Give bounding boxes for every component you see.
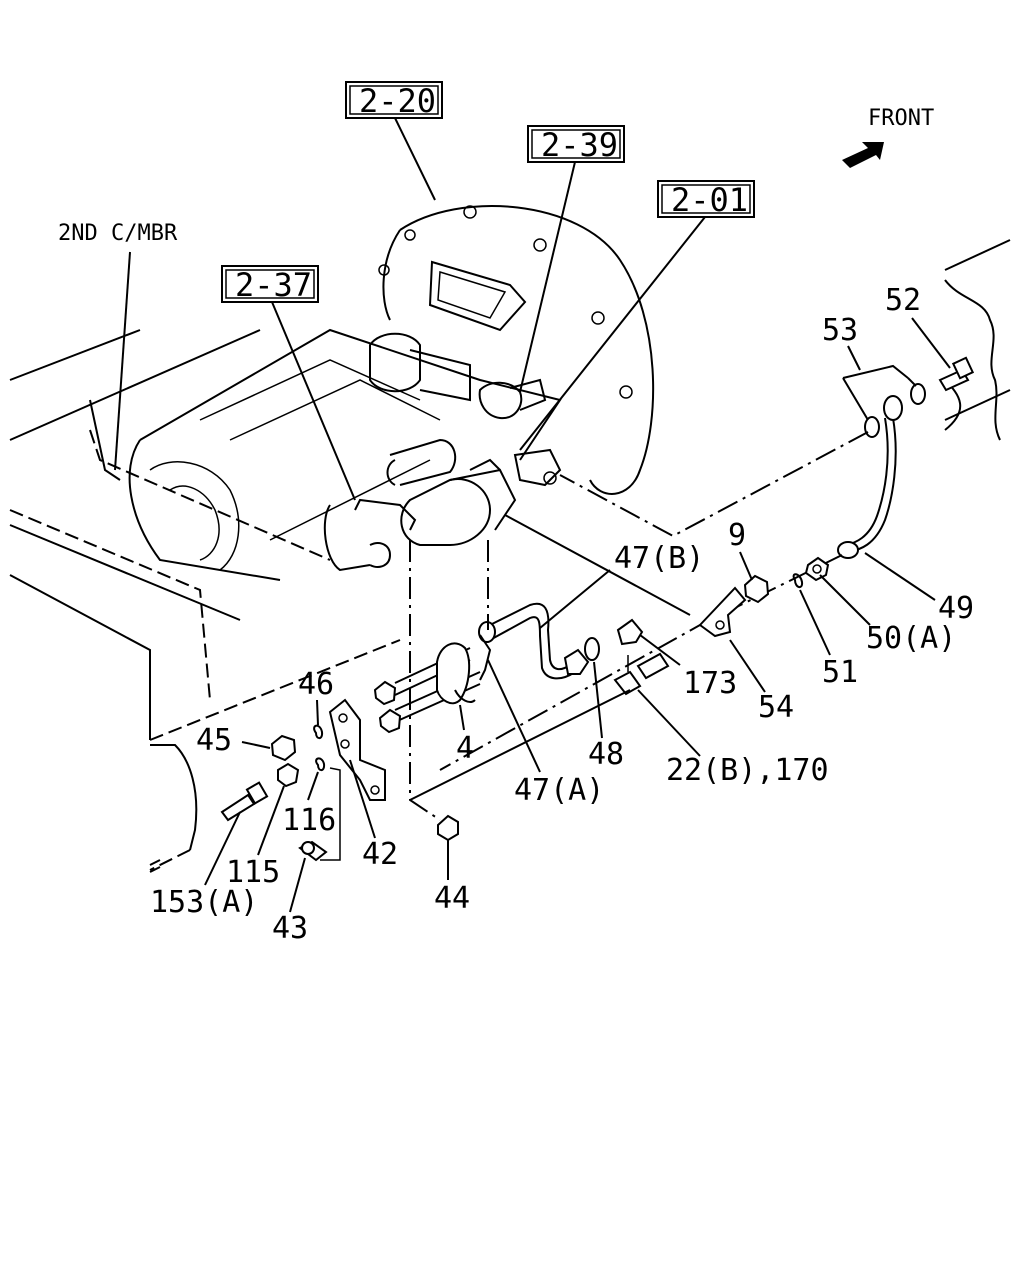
reference-label: 2-01 [671,181,748,219]
nut-9[interactable] [743,574,770,604]
reference-box-2-20[interactable]: 2-20 [345,81,443,120]
callout-116: 116 [282,803,336,838]
callout-44: 44 [434,881,470,916]
washer-46[interactable] [313,724,324,740]
callout-9: 9 [728,518,746,553]
connector-22b[interactable] [613,652,670,696]
clamp-4[interactable] [454,689,476,703]
reference-label: 2-20 [359,82,436,120]
washer-115[interactable] [277,762,300,788]
front-arrow-icon [842,142,884,168]
callout-52: 52 [885,283,921,318]
callout-48: 48 [588,737,624,772]
washers-53[interactable] [842,364,926,438]
front-label: FRONT [868,106,934,131]
pipe-47b[interactable] [478,602,590,680]
callout-46: 46 [298,667,334,702]
cross-member-label: 2ND C/MBR [58,221,178,246]
reference-box-2-39[interactable]: 2-39 [527,125,625,164]
nut-50a[interactable] [804,556,830,582]
transmission-assembly [128,205,655,581]
washer-116[interactable] [315,757,326,772]
reference-label: 2-39 [541,126,618,164]
o-ring-48[interactable] [584,637,600,661]
nut-44[interactable] [437,814,459,842]
callout-50a: 50(A) [866,621,956,656]
ring-51[interactable] [792,573,804,588]
bracket-54[interactable] [698,586,747,638]
callout-47a: 47(A) [514,773,604,808]
bolt-52[interactable] [938,356,975,392]
bracket-42[interactable] [328,698,386,801]
union-173[interactable] [616,618,644,646]
nut-45[interactable] [270,734,297,762]
callout-45: 45 [196,723,232,758]
bolt-43[interactable] [298,840,328,862]
bolt-153a[interactable] [220,781,269,822]
cross-member-leader [114,251,131,471]
callout-173: 173 [683,666,737,701]
hose-49[interactable] [837,395,903,559]
reference-label: 2-37 [235,266,312,304]
callout-22b-170: 22(B),170 [666,753,829,788]
callout-51: 51 [822,655,858,690]
callout-53: 53 [822,313,858,348]
callouts: 52 53 9 47(B) 49 50(A) 51 173 54 46 45 4… [150,283,974,946]
callout-42: 42 [362,837,398,872]
pipe-47a[interactable] [373,634,492,734]
callout-43: 43 [272,911,308,946]
reference-box-2-37[interactable]: 2-37 [221,265,319,304]
front-indicator: FRONT [842,106,934,168]
callout-49: 49 [938,591,974,626]
reference-box-2-01[interactable]: 2-01 [657,180,755,219]
callout-153a: 153(A) [150,885,258,920]
callout-54: 54 [758,690,794,725]
chassis-frame [9,239,1011,873]
callout-4: 4 [456,731,474,766]
callout-47b: 47(B) [614,541,704,576]
callout-115: 115 [226,855,280,890]
